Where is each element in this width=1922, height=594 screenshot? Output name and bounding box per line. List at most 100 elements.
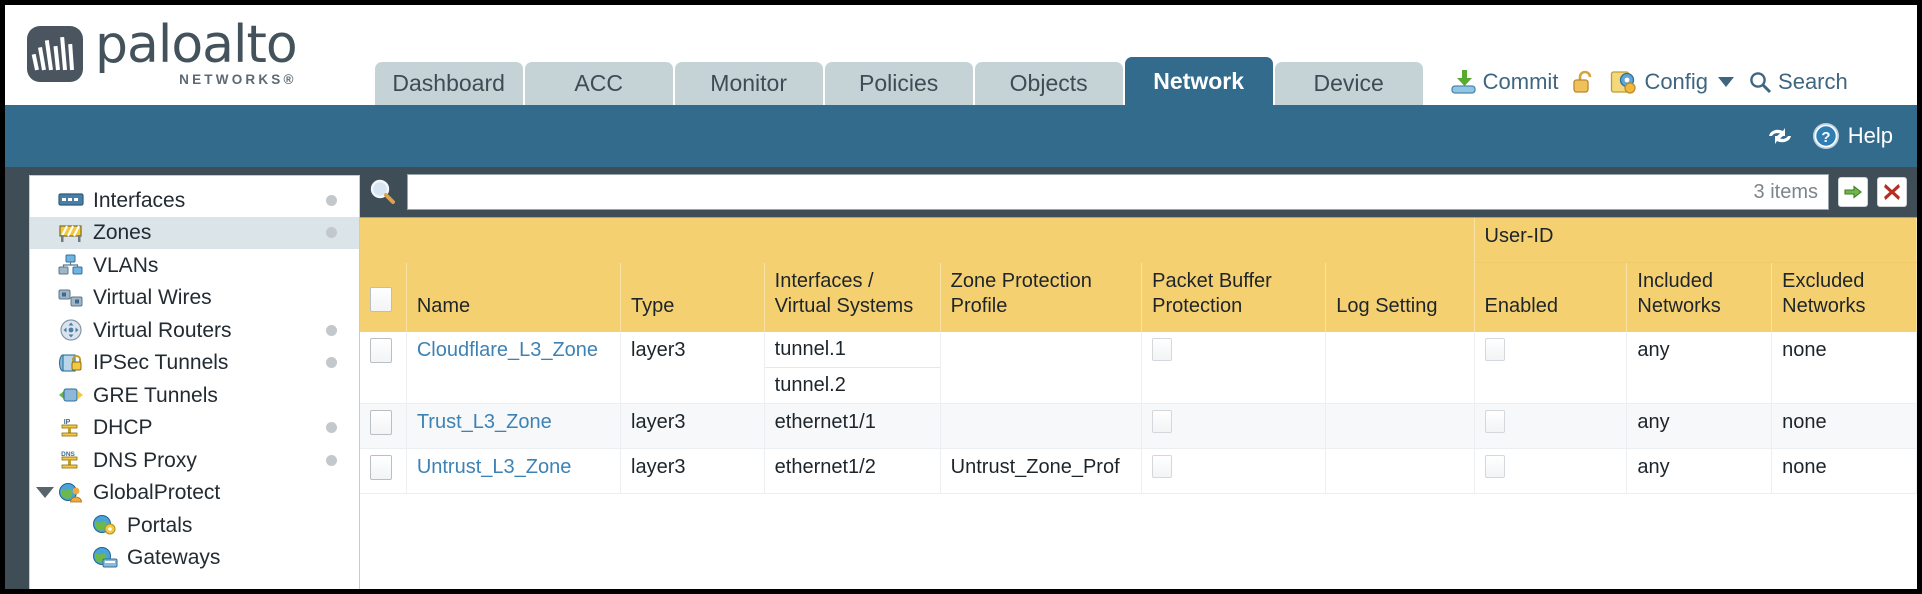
zone-name-link[interactable]: Cloudflare_L3_Zone: [416, 339, 599, 362]
apply-filter-button[interactable]: [1838, 177, 1868, 207]
col-excluded-networks[interactable]: Excluded Networks: [1771, 262, 1917, 333]
unlocked-padlock-icon[interactable]: [1572, 69, 1596, 95]
brand-logo[interactable]: paloalto NETWORKS®: [5, 18, 298, 105]
userid-enabled-checkbox[interactable]: [1484, 410, 1505, 434]
sidebar-item-virtual-routers[interactable]: Virtual Routers: [30, 314, 359, 347]
commit-download-icon: [1449, 69, 1477, 95]
sidebar-item-label: Zones: [93, 221, 152, 245]
cell-userid-enabled[interactable]: [1474, 332, 1628, 405]
sidebar-item-label: Portals: [127, 513, 193, 537]
vlans-icon: [58, 254, 84, 276]
cell-name[interactable]: Cloudflare_L3_Zone: [406, 332, 622, 405]
row-select-cell[interactable]: [360, 448, 407, 495]
tab-device[interactable]: Device: [1274, 62, 1423, 105]
zones-table-container[interactable]: User-ID Name Type Interfaces / Virtual S…: [360, 217, 1917, 589]
clear-filter-button[interactable]: [1877, 177, 1907, 207]
userid-enabled-checkbox[interactable]: [1484, 455, 1505, 479]
cell-packet-buffer[interactable]: [1141, 448, 1327, 495]
cell-log-setting: [1325, 448, 1475, 495]
zones-icon: [58, 222, 84, 244]
cell-type: layer3: [620, 448, 765, 495]
sidebar-item-interfaces[interactable]: Interfaces: [30, 184, 359, 217]
tab-network[interactable]: Network: [1124, 57, 1273, 105]
tab-policies[interactable]: Policies: [824, 62, 973, 105]
table-group-header-row: User-ID: [360, 218, 1917, 264]
cell-packet-buffer[interactable]: [1141, 403, 1327, 450]
config-label: Config: [1644, 69, 1709, 94]
tab-acc[interactable]: ACC: [524, 62, 673, 105]
zone-name-link[interactable]: Untrust_L3_Zone: [416, 456, 572, 479]
cell-packet-buffer[interactable]: [1141, 332, 1327, 405]
sidebar-item-zones[interactable]: Zones: [30, 216, 359, 249]
col-included-networks[interactable]: Included Networks: [1626, 262, 1773, 333]
table-row[interactable]: Cloudflare_L3_Zone layer3 tunnel.1 tunne…: [360, 332, 1917, 405]
select-all-checkbox[interactable]: [370, 286, 392, 312]
cell-interfaces: ethernet1/1: [764, 403, 941, 450]
row-select-cell[interactable]: [360, 332, 407, 405]
col-zone-protection[interactable]: Zone Protection Profile: [940, 262, 1143, 333]
paloalto-logo-icon: [27, 25, 83, 82]
top-right-tools: Commit Config: [1449, 69, 1848, 105]
table-row[interactable]: Trust_L3_Zone layer3 ethernet1/1: [360, 403, 1917, 450]
sidebar-item-ipsec-tunnels[interactable]: IPSec Tunnels: [30, 347, 359, 380]
tab-monitor[interactable]: Monitor: [674, 62, 823, 105]
interface-entry: tunnel.2: [774, 374, 846, 397]
row-checkbox[interactable]: [370, 410, 392, 436]
packet-buffer-checkbox[interactable]: [1152, 338, 1173, 362]
sidebar-item-label: GlobalProtect: [93, 481, 221, 505]
sidebar-item-gateways[interactable]: Gateways: [30, 542, 359, 575]
col-interfaces-vsys[interactable]: Interfaces / Virtual Systems: [764, 262, 941, 333]
packet-buffer-checkbox[interactable]: [1152, 410, 1173, 434]
virtual-wires-icon: [58, 287, 84, 309]
cell-userid-enabled[interactable]: [1474, 403, 1628, 450]
search-input[interactable]: 3 items: [407, 174, 1829, 210]
row-select-cell[interactable]: [360, 403, 407, 450]
refresh-icon[interactable]: [1765, 123, 1795, 149]
sidebar-item-globalprotect[interactable]: GlobalProtect: [30, 477, 359, 510]
cell-included-networks: any: [1626, 403, 1773, 450]
col-log-setting[interactable]: Log Setting: [1325, 262, 1475, 333]
table-row[interactable]: Untrust_L3_Zone layer3 ethernet1/2 Untru…: [360, 448, 1917, 495]
cell-included-networks: any: [1626, 332, 1773, 405]
sidebar-item-label: Virtual Routers: [93, 318, 232, 342]
packet-buffer-checkbox[interactable]: [1152, 455, 1173, 479]
col-name[interactable]: Name: [406, 262, 622, 333]
search-button[interactable]: Search: [1748, 69, 1848, 95]
sidebar-item-label: DHCP: [93, 416, 153, 440]
sidebar-item-virtual-wires[interactable]: Virtual Wires: [30, 282, 359, 315]
interface-entry: tunnel.1: [764, 332, 940, 369]
portals-icon: [92, 514, 118, 536]
filter-bar: 3 items: [360, 167, 1917, 217]
col-packet-buffer[interactable]: Packet Buffer Protection: [1141, 262, 1327, 333]
sidebar-item-dns-proxy[interactable]: DNS DNS Proxy: [30, 444, 359, 477]
table-header-row: Name Type Interfaces / Virtual Systems Z…: [360, 262, 1917, 333]
cell-userid-enabled[interactable]: [1474, 448, 1628, 495]
cell-name[interactable]: Untrust_L3_Zone: [406, 448, 622, 495]
ipsec-tunnels-icon: [58, 352, 84, 374]
expander-triangle-icon[interactable]: [36, 487, 54, 499]
search-magnifier-icon[interactable]: [368, 177, 398, 207]
sidebar-item-vlans[interactable]: VLANs: [30, 249, 359, 282]
row-checkbox[interactable]: [370, 338, 392, 364]
commit-label: Commit: [1482, 69, 1559, 94]
tab-dashboard[interactable]: Dashboard: [374, 62, 523, 105]
tab-objects[interactable]: Objects: [974, 62, 1123, 105]
row-checkbox[interactable]: [370, 455, 392, 481]
cell-interfaces: ethernet1/2: [764, 448, 941, 495]
select-all-header[interactable]: [360, 262, 407, 333]
userid-enabled-checkbox[interactable]: [1484, 338, 1505, 362]
cell-name[interactable]: Trust_L3_Zone: [406, 403, 622, 450]
config-menu[interactable]: Config: [1610, 69, 1735, 95]
sidebar-item-label: GRE Tunnels: [93, 383, 218, 407]
help-button[interactable]: ? Help: [1811, 121, 1893, 151]
col-userid-enabled[interactable]: Enabled: [1474, 262, 1628, 333]
sidebar-item-portals[interactable]: Portals: [30, 509, 359, 542]
sidebar-item-gre-tunnels[interactable]: GRE Tunnels: [30, 379, 359, 412]
zone-name-link[interactable]: Trust_L3_Zone: [416, 411, 552, 434]
cell-type: layer3: [620, 403, 765, 450]
sidebar-item-dhcp[interactable]: IP DHCP: [30, 412, 359, 445]
col-type[interactable]: Type: [620, 262, 765, 333]
red-x-icon: [1882, 182, 1902, 202]
commit-button[interactable]: Commit: [1449, 69, 1559, 95]
